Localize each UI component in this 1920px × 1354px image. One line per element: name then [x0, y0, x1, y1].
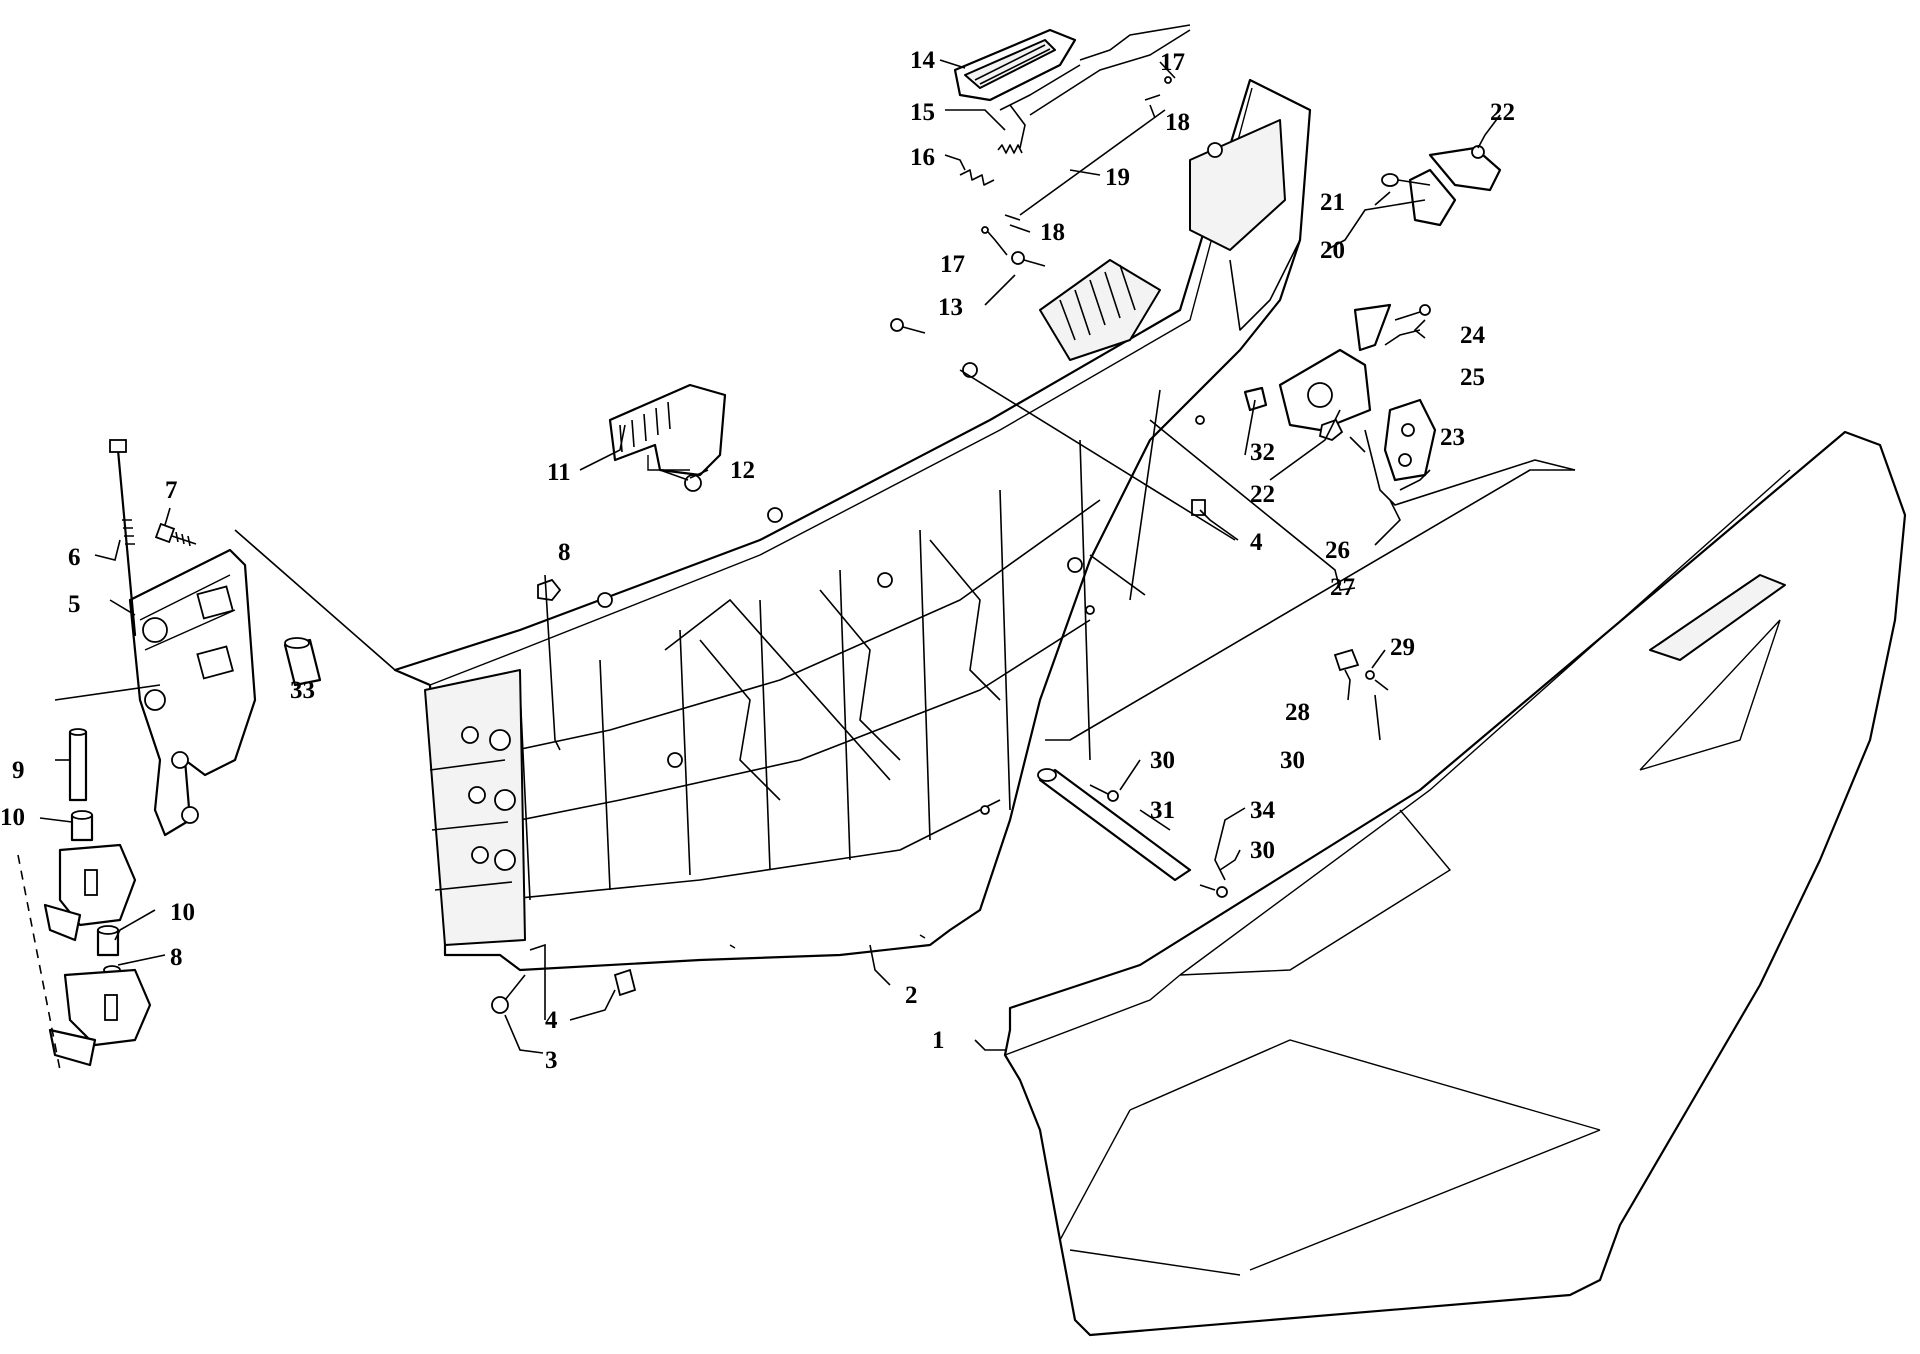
callout-10b: 10 [170, 899, 195, 926]
callout-32: 32 [1250, 439, 1275, 466]
callout-23: 23 [1440, 424, 1465, 451]
callout-17a: 17 [1160, 49, 1185, 76]
bushing-right [1243, 386, 1344, 442]
cable-clip [1333, 648, 1389, 691]
hinge-pin-bolt [109, 439, 137, 637]
hinge-screw [154, 522, 197, 547]
callout-22b: 22 [1250, 481, 1275, 508]
return-spring [959, 169, 995, 186]
handle-rod [1029, 29, 1191, 116]
callout-28: 28 [1285, 699, 1310, 726]
frame-screws [890, 251, 1046, 334]
callout-30a: 30 [1150, 747, 1175, 774]
callout-6: 6 [68, 544, 81, 571]
callout-19: 19 [1105, 164, 1130, 191]
callout-14: 14 [910, 47, 936, 74]
callout-4a: 4 [545, 1007, 558, 1034]
hinge-pin-sleeve [68, 728, 88, 802]
callout-25: 25 [1460, 364, 1485, 391]
callout-29: 29 [1390, 634, 1415, 661]
callout-30b: 30 [1280, 747, 1305, 774]
callout-15: 15 [910, 99, 935, 126]
callout-17b: 17 [940, 251, 965, 278]
striker-plate [1381, 145, 1502, 227]
inner-latch [608, 383, 727, 477]
frame-nut [537, 578, 562, 601]
callout-18b: 18 [1040, 219, 1065, 246]
callout-2: 2 [905, 982, 918, 1009]
callout-5: 5 [68, 591, 81, 618]
callout-22a: 22 [1490, 99, 1515, 126]
callout-16: 16 [910, 144, 935, 171]
callout-11: 11 [547, 459, 571, 486]
callout-20: 20 [1320, 237, 1345, 264]
callout-31: 31 [1150, 797, 1175, 824]
callout-3: 3 [545, 1047, 558, 1074]
callout-labels: 1 2 3 4 4 5 6 7 8 8 9 10 10 11 12 13 14 … [0, 47, 1515, 1074]
hinge-bushings [70, 810, 121, 975]
latch-bracket [1278, 303, 1392, 432]
rod-clips [981, 76, 1172, 234]
callout-8b: 8 [170, 944, 183, 971]
callout-18a: 18 [1165, 109, 1190, 136]
callout-33: 33 [290, 677, 315, 704]
callout-12: 12 [730, 457, 755, 484]
handle-spring [997, 104, 1026, 154]
spacer [283, 637, 322, 687]
outer-door-panel [1003, 430, 1907, 1337]
leader-lines [39, 59, 1501, 1054]
callout-10a: 10 [0, 804, 25, 831]
support-rod [1037, 768, 1228, 898]
callout-26: 26 [1325, 537, 1350, 564]
latch-cable [1364, 429, 1576, 506]
callout-21: 21 [1320, 189, 1345, 216]
latch-screw [659, 469, 702, 492]
callout-30c: 30 [1250, 837, 1275, 864]
callout-27: 27 [1330, 574, 1355, 601]
callout-7: 7 [165, 477, 178, 504]
hinge-mount-plates [17, 843, 152, 1071]
callout-24: 24 [1460, 322, 1486, 349]
lower-screw [491, 974, 526, 1014]
callout-34: 34 [1250, 797, 1276, 824]
callout-4b: 4 [1250, 529, 1263, 556]
lower-clip [613, 968, 637, 997]
callout-9: 9 [12, 757, 25, 784]
linkage-rod [1019, 109, 1166, 216]
latch-mechanism [1383, 398, 1437, 482]
latch-screw-right [1394, 304, 1431, 321]
hinge-bracket [128, 548, 257, 837]
callout-8a: 8 [558, 539, 571, 566]
inner-door-frame [393, 78, 1312, 972]
release-cable [1045, 469, 1575, 741]
callout-13: 13 [938, 294, 963, 321]
callout-1: 1 [932, 1027, 945, 1054]
